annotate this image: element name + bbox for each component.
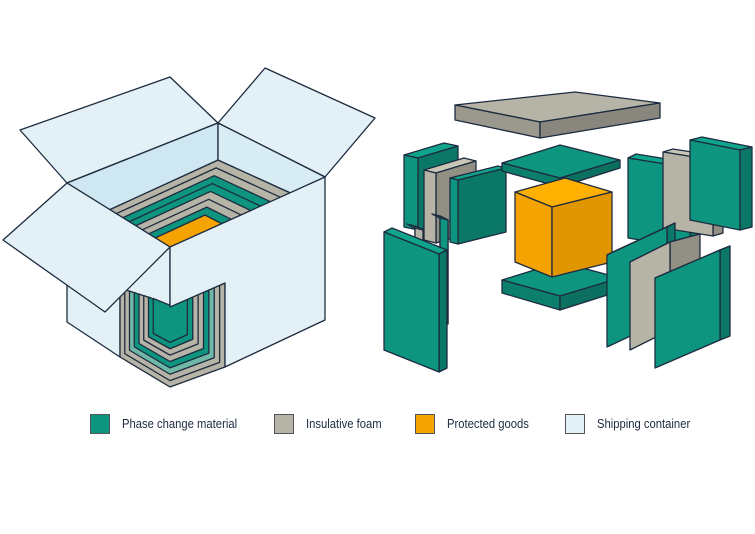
- panel-front-left-pcm-side: [438, 249, 448, 373]
- panel-back-left-foam: [423, 169, 437, 244]
- panel-back-right-pcm: [689, 139, 741, 231]
- legend-item-container: Shipping container: [565, 414, 701, 434]
- legend-swatch: [274, 414, 294, 434]
- panel-front-left-pcm: [383, 231, 440, 373]
- legend: Phase change material Insulative foam Pr…: [0, 414, 755, 440]
- panel-left-pcm-side: [457, 167, 507, 245]
- legend-swatch: [415, 414, 435, 434]
- lid-side: [539, 102, 661, 139]
- protected-goods-front: [514, 191, 553, 278]
- panel-left-pcm: [449, 177, 459, 245]
- assembled-shipping-box: [2, 67, 376, 388]
- legend-swatch: [565, 414, 585, 434]
- protected-goods-side: [551, 191, 613, 278]
- front-left-flap: [2, 182, 171, 313]
- panel-back-right-pcm-side: [739, 146, 753, 231]
- legend-item-phase-change: Phase change material: [90, 414, 250, 434]
- legend-swatch: [90, 414, 110, 434]
- exploded-view: [383, 91, 753, 373]
- panel-front-right-pcm: [654, 249, 721, 369]
- legend-item-goods: Protected goods: [415, 414, 538, 434]
- panel-front-right-pcm-side: [719, 245, 731, 341]
- panel-back-left-pcm: [403, 154, 419, 231]
- box-front-face: [169, 176, 326, 368]
- legend-item-foam: Insulative foam: [274, 414, 390, 434]
